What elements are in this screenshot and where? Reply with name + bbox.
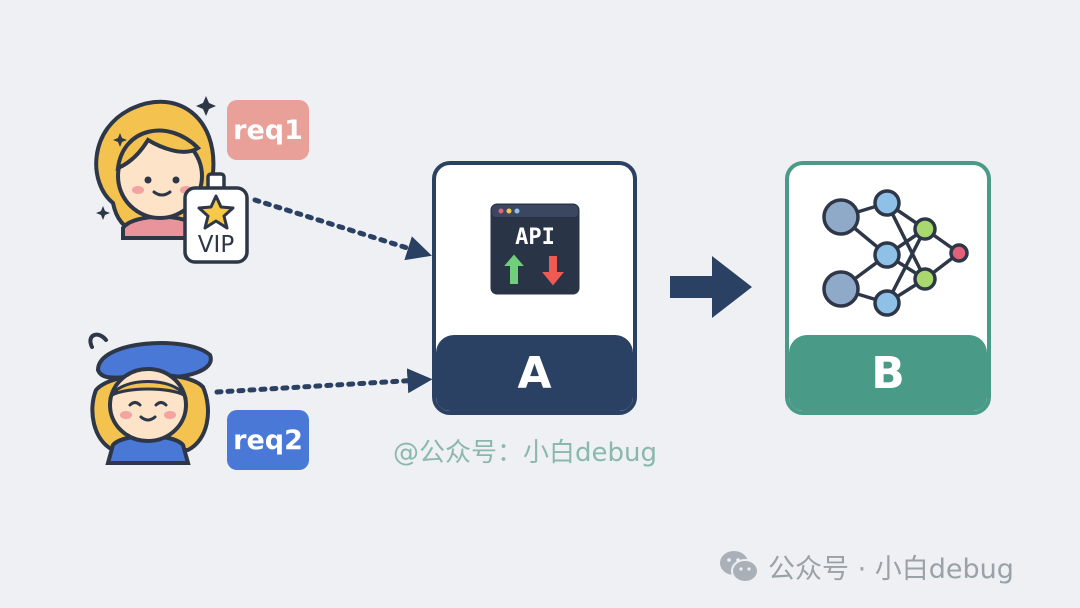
req2-tag: req2 [227,410,309,470]
vip-badge: VIP [182,172,250,264]
api-icon-label: API [515,225,555,250]
api-icon [490,203,580,295]
service-a-box: API A [432,161,637,415]
watermark-bottom-text: 公众号 · 小白debug [768,554,1014,585]
a-to-b-arrow [670,256,752,318]
req1-tag: req1 [227,100,309,160]
vip-badge-icon [183,172,249,264]
user-avatar [88,332,213,465]
service-b-box: B [785,161,991,415]
watermark-mid: @公众号：小白debug [393,438,657,468]
wechat-icon [720,550,759,583]
req2-dotted-arrow [214,368,433,395]
watermark-bottom: 公众号 · 小白debug [718,547,1014,586]
neural-network-icon [822,189,969,317]
service-a-label: A [436,335,633,411]
vip-badge-label: VIP [197,232,235,258]
service-b-label: B [789,335,987,411]
req1-dotted-arrow [252,197,432,261]
vip-user-avatar [94,96,216,240]
